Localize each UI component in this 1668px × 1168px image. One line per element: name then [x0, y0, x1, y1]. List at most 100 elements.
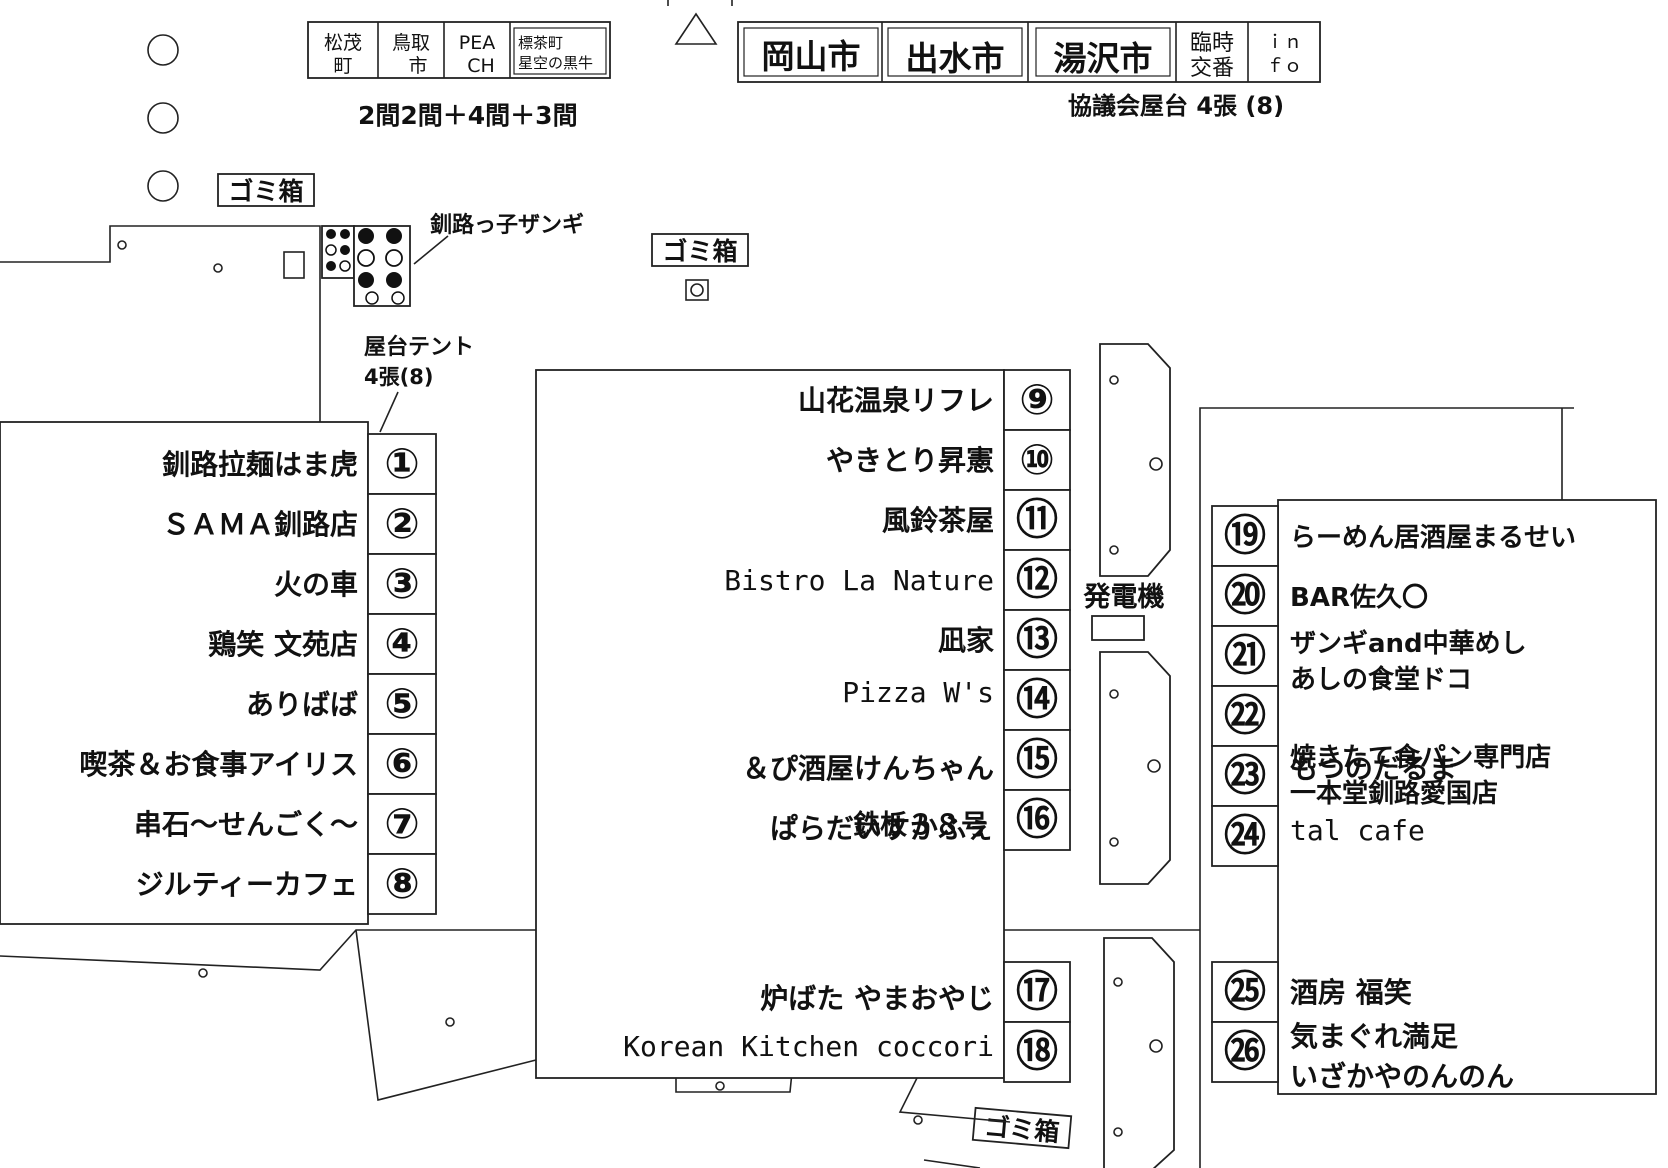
tent-label: 屋台テント — [364, 334, 474, 360]
stall-number-box — [367, 553, 437, 615]
booth-label: 松茂 — [324, 32, 362, 54]
stall-number-box — [1211, 745, 1279, 807]
stall-number-box — [367, 493, 437, 555]
stall-number: ㉓ — [1224, 751, 1266, 800]
stall-number-box — [1211, 685, 1279, 747]
stall-number-box — [1003, 549, 1071, 611]
booth-label: 岡山市 — [762, 37, 861, 76]
booth-label: 交番 — [1190, 56, 1234, 81]
booth-label: 鳥取 — [392, 32, 430, 54]
stall-name: 気まぐれ満足 — [1290, 1020, 1458, 1053]
left-booth-caption: 2間2間＋4間＋3間 — [358, 101, 578, 130]
stall-number: ⑨ — [1019, 375, 1055, 424]
stall-column-c: ⑰ 炉ばた やまおやじ ⑱ Korean Kitchen coccori — [623, 961, 1071, 1083]
stall-number-box — [1003, 669, 1071, 731]
site-outline — [0, 225, 1574, 1168]
stall-number-box — [367, 673, 437, 735]
center-stall-area — [535, 369, 1005, 1079]
stall-number-box — [367, 853, 437, 915]
stall-number-box — [1003, 729, 1071, 791]
stall-name: Korean Kitchen coccori — [623, 1030, 994, 1063]
stall-number-box — [1211, 961, 1279, 1023]
tent-label: 4張(8) — [364, 365, 433, 389]
booth-label: 出水市 — [906, 39, 1005, 78]
marker-circle — [147, 170, 179, 202]
stall-name: 炉ばた やまおやじ — [760, 982, 994, 1015]
svg-text:ゴミ箱: ゴミ箱 — [662, 237, 737, 266]
header-right-booths: 岡山市 出水市 湯沢市 臨時 交番 ｉｎ ｆｏ — [737, 21, 1321, 83]
generator-label: 発電機 — [1083, 582, 1165, 613]
stall-name: 酒房 福笑 — [1290, 976, 1412, 1009]
entrance-marker — [667, 0, 733, 45]
stall-number: ② — [384, 499, 420, 548]
stall-name: 一本堂釧路愛国店 — [1290, 778, 1498, 809]
stall-number: ⑧ — [384, 859, 420, 908]
stall-number-box — [1211, 625, 1279, 687]
stall-number: ⑬ — [1016, 615, 1058, 664]
stall-number: ⑫ — [1016, 555, 1058, 604]
marker-circle — [147, 34, 179, 66]
stall-name: ありばば — [246, 688, 358, 721]
stall-number: ⑰ — [1016, 967, 1058, 1016]
left-stall-area — [0, 421, 369, 925]
stall-number-box — [367, 433, 437, 495]
stall-name: あしの食堂ドコ — [1290, 664, 1472, 695]
stall-name: ＳＡＭＡ釧路店 — [162, 508, 358, 541]
stall-number: ㉒ — [1224, 691, 1266, 740]
generator-structures: 発電機 — [1083, 343, 1175, 1168]
header-left-booths: 松茂 町 鳥取 市 PEA CH 標茶町 星空の黒牛 — [307, 21, 611, 79]
stall-name: らーめん居酒屋まるせい — [1290, 523, 1576, 553]
trash-box: ゴミ箱 — [971, 1106, 1073, 1150]
stall-number: ⑲ — [1224, 511, 1266, 560]
stall-name: BAR佐久〇 — [1290, 583, 1428, 613]
stall-name: 凪家 — [938, 624, 994, 657]
stall-number: ⑪ — [1016, 495, 1058, 544]
stall-name-extra: tal cafe — [1290, 814, 1425, 847]
stall-number: ⑱ — [1016, 1027, 1058, 1076]
right-stall-area — [1277, 499, 1657, 1095]
stall-number-box — [1003, 489, 1071, 551]
stall-number: ⑤ — [384, 679, 420, 728]
stall-name: 風鈴茶屋 — [882, 504, 994, 537]
booth-label: 湯沢市 — [1054, 39, 1153, 78]
stall-name: Pizza W's — [842, 676, 994, 709]
stall-number-box — [1211, 1021, 1279, 1083]
booth-label: CH — [467, 55, 495, 77]
stall-name: 焼きたて食パン専門店 — [1290, 742, 1551, 773]
stall-name: ザンギand中華めし — [1290, 629, 1527, 659]
stall-number: ⑭ — [1016, 675, 1058, 724]
stall-number-box — [1003, 789, 1071, 851]
booth-label: ｉｎ — [1266, 32, 1302, 53]
stall-name-extra: 鉄板３８号 — [853, 809, 988, 841]
stall-number-box — [1003, 429, 1071, 491]
stall-number: ㉑ — [1224, 631, 1266, 680]
stall-name-extra: いざかやのんのん — [1290, 1060, 1514, 1093]
stall-number: ⑥ — [384, 739, 420, 788]
stall-number: ㉔ — [1224, 811, 1266, 860]
stall-number-box — [1211, 805, 1279, 867]
stall-number: ⑦ — [384, 799, 420, 848]
stall-name: 火の車 — [274, 568, 358, 601]
stall-name: 串石～せんごく～ — [134, 808, 358, 841]
stall-number-box — [1211, 505, 1279, 567]
booth-label: 星空の黒牛 — [518, 54, 593, 72]
stall-number-box — [1003, 1021, 1071, 1083]
right-booth-caption: 協議会屋台 4張 (8) — [1068, 92, 1284, 120]
zangi-label: 釧路っ子ザンギ — [430, 212, 584, 238]
stall-name: やきとり昇憲 — [826, 444, 994, 477]
trash-box: ゴミ箱 — [217, 173, 315, 207]
trash-box: ゴミ箱 — [651, 233, 749, 267]
stall-name: ジルティーカフェ — [136, 868, 358, 901]
stall-number-box — [1003, 369, 1071, 431]
stall-name: 喫茶＆お食事アイリス — [79, 748, 358, 781]
stall-name: ＆ぴ酒屋けんちゃん — [742, 752, 994, 785]
zangi-booth — [321, 225, 411, 307]
stall-number: ㉕ — [1224, 967, 1266, 1016]
stall-name: 鶏笑 文苑店 — [208, 628, 358, 661]
booth-label: ｆｏ — [1266, 56, 1302, 77]
stall-name-extra: もつのだるま — [1290, 752, 1457, 785]
marker-circle — [147, 102, 179, 134]
